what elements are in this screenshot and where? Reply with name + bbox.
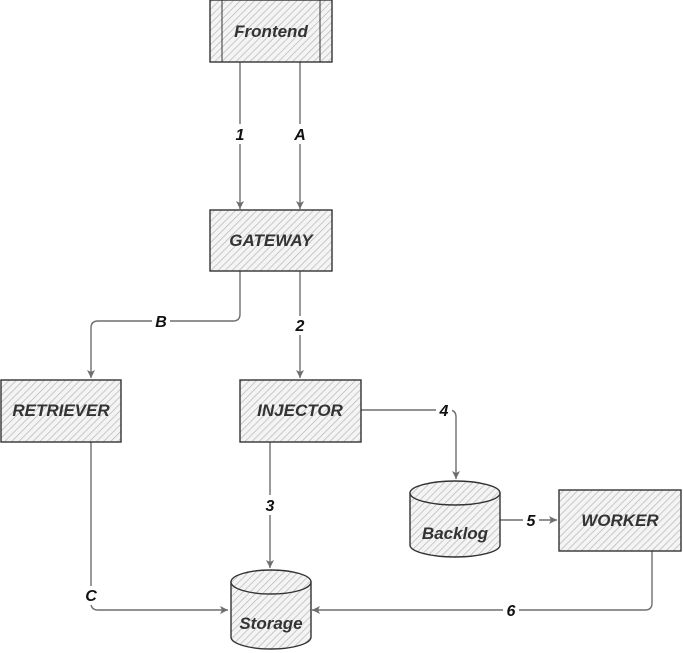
gateway-label: GATEWAY [229, 231, 314, 250]
retriever-node[interactable]: RETRIEVER [0, 379, 122, 443]
edge-label-b: B [155, 314, 167, 331]
gateway-node[interactable]: GATEWAY [209, 209, 333, 272]
edge-label-2: 2 [295, 318, 305, 335]
edge-retriever-storage [90, 442, 228, 614]
retriever-label: RETRIEVER [12, 401, 110, 420]
worker-label: WORKER [581, 511, 659, 530]
edge-label-1: 1 [236, 127, 245, 144]
backlog-node[interactable]: Backlog [409, 480, 501, 558]
storage-label: Storage [239, 614, 302, 633]
edge-label-3: 3 [266, 498, 275, 515]
edge-label-c: C [85, 588, 97, 605]
frontend-node[interactable]: Frontend [209, 0, 333, 63]
edge-label-a: A [293, 127, 306, 144]
worker-node[interactable]: WORKER [558, 489, 682, 552]
edge-worker-storage [312, 551, 653, 614]
edge-label-4: 4 [439, 403, 449, 420]
edge-label-5: 5 [527, 513, 537, 530]
frontend-label: Frontend [234, 22, 308, 41]
edge-label-6: 6 [507, 603, 516, 620]
backlog-label: Backlog [422, 524, 489, 543]
injector-label: INJECTOR [257, 401, 343, 420]
storage-node[interactable]: Storage [230, 569, 312, 650]
edge-injector-backlog [361, 409, 460, 479]
injector-node[interactable]: INJECTOR [239, 379, 362, 443]
